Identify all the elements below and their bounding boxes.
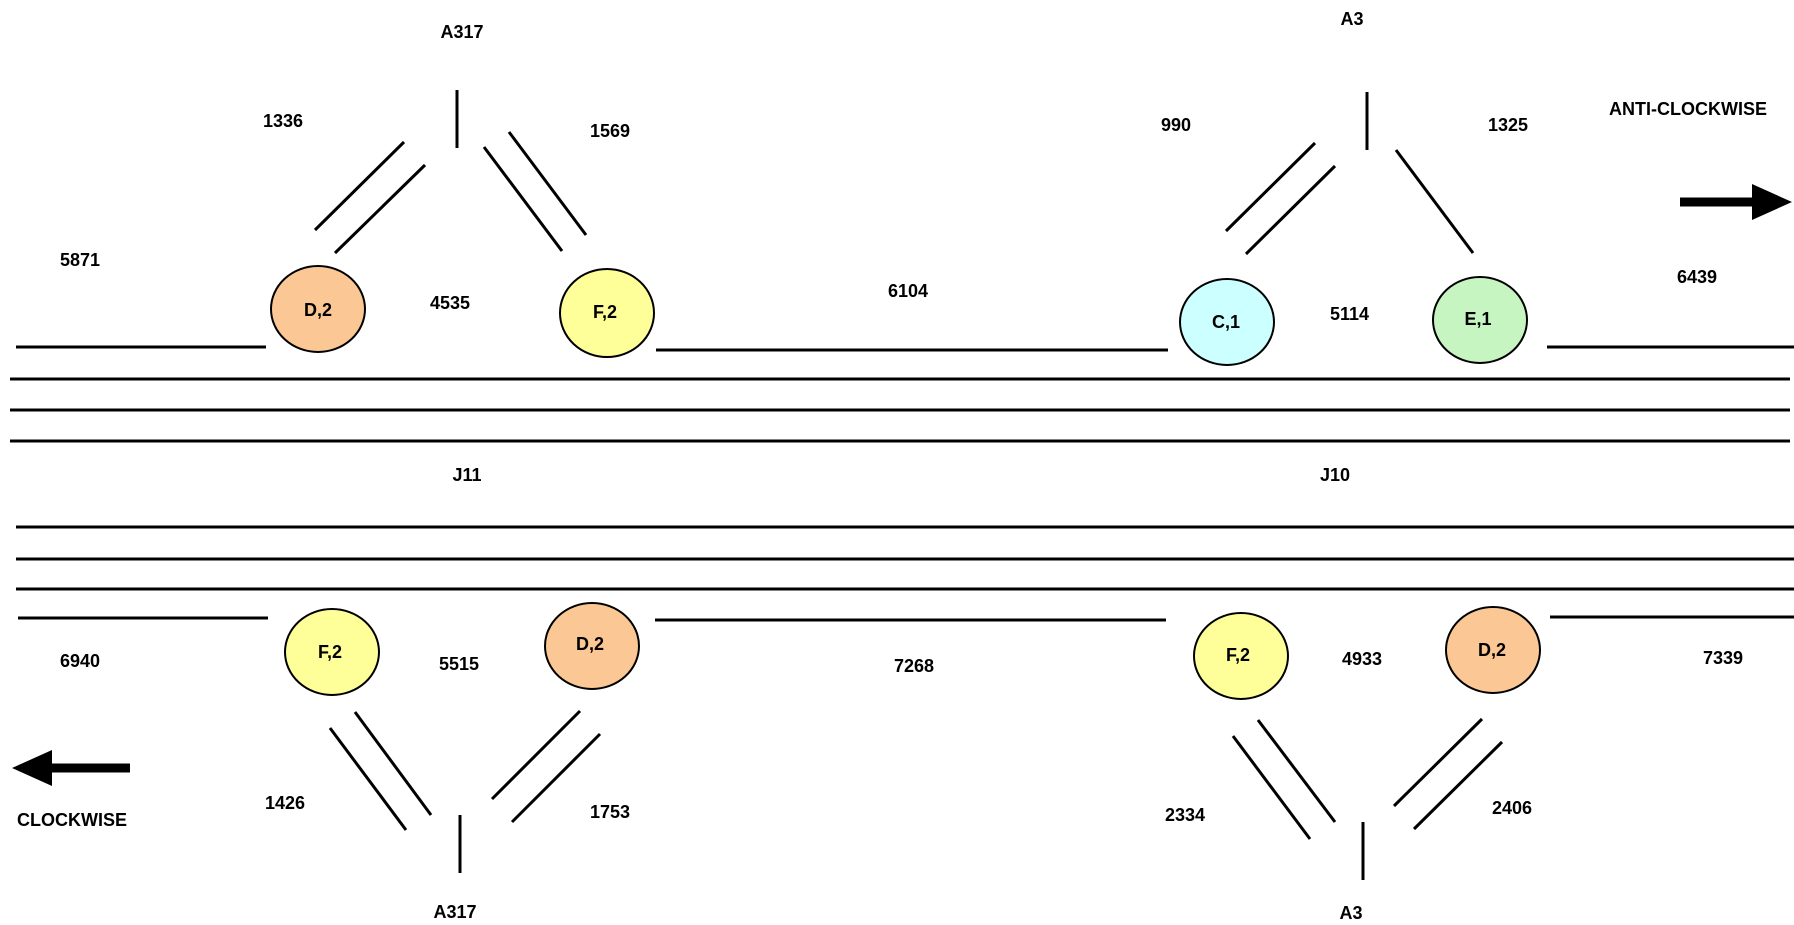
flow-value: 4933: [1342, 649, 1382, 669]
j10-ac-offslip-line-1: [1224, 141, 1317, 233]
flow-value: 5871: [60, 250, 100, 270]
node-label: C,1: [1212, 312, 1240, 332]
flow-value: 6104: [888, 281, 928, 301]
node-label: F,2: [1226, 645, 1250, 665]
j11-cw-onslip-line-2: [353, 711, 433, 816]
flow-value: 7339: [1703, 648, 1743, 668]
node-j11-cw-diverge: D,2: [544, 602, 640, 690]
clockwise-carriageway: [16, 525, 1794, 622]
j11-clockwise-slips: [328, 709, 602, 873]
node-label: D,2: [304, 300, 332, 320]
node-circle: [1445, 606, 1541, 694]
node-circle: [1179, 278, 1275, 366]
node-j11-cw-merge: F,2: [284, 608, 380, 696]
node-label: D,2: [1478, 640, 1506, 660]
j11-ac-offslip-line-2: [333, 163, 427, 255]
flow-value: 1569: [590, 121, 630, 141]
flow-value: 1336: [263, 111, 303, 131]
j10-anticlockwise-slips: [1224, 92, 1475, 256]
road-label-a317-bottom: A317: [433, 902, 476, 922]
node-j10-cw-merge: F,2: [1193, 612, 1289, 700]
node-circle: [270, 265, 366, 353]
junction-label-j10: J10: [1320, 465, 1350, 485]
node-j10-ac-merge: E,1: [1432, 276, 1528, 364]
anticlockwise-carriageway: [10, 345, 1794, 443]
node-circle: [544, 602, 640, 690]
j11-ac-onslip-line-1: [482, 146, 564, 252]
direction-label-anticlockwise: ANTI-CLOCKWISE: [1609, 99, 1767, 119]
j10-cw-offslip-line-2: [1412, 740, 1504, 831]
j10-cw-onslip-line-2: [1256, 719, 1337, 823]
flow-value: 2334: [1165, 805, 1205, 825]
road-label-a3-top: A3: [1340, 9, 1363, 29]
flow-value: 6439: [1677, 267, 1717, 287]
flow-value: 1753: [590, 802, 630, 822]
j11-ac-onslip-line-2: [507, 131, 588, 236]
node-j10-ac-diverge: C,1: [1179, 278, 1275, 366]
junction-label-j11: J11: [452, 465, 481, 485]
node-circle: [1193, 612, 1289, 700]
flow-value: 5515: [439, 654, 479, 674]
flow-value: 2406: [1492, 798, 1532, 818]
flow-value: 4535: [430, 293, 470, 313]
node-label: E,1: [1464, 309, 1491, 329]
j10-clockwise-slips: [1231, 717, 1504, 880]
node-j11-ac-diverge: D,2: [270, 265, 366, 353]
node-circle: [1432, 276, 1528, 364]
anticlockwise-arrow-icon: [1680, 184, 1792, 220]
road-label-a317-top: A317: [440, 22, 483, 42]
j11-cw-onslip-line-1: [328, 727, 408, 831]
node-circle: [559, 268, 655, 358]
j10-ac-offslip-line-2: [1244, 164, 1337, 256]
clockwise-arrow-icon: [12, 750, 130, 786]
direction-label-clockwise: CLOCKWISE: [17, 810, 127, 830]
j11-ac-offslip-line-1: [313, 140, 406, 232]
flow-value: 6940: [60, 651, 100, 671]
j11-cw-offslip-line-2: [510, 732, 602, 824]
flow-value: 1325: [1488, 115, 1528, 135]
j10-cw-offslip-line-1: [1392, 717, 1484, 808]
flow-value: 990: [1161, 115, 1191, 135]
node-j11-ac-merge: F,2: [559, 268, 655, 358]
road-label-a3-bottom: A3: [1339, 903, 1362, 923]
node-circle: [284, 608, 380, 696]
flow-value: 7268: [894, 656, 934, 676]
j11-anticlockwise-slips: [313, 90, 588, 255]
j10-cw-onslip-line-1: [1231, 735, 1312, 840]
node-label: F,2: [318, 642, 342, 662]
node-j10-cw-diverge: D,2: [1445, 606, 1541, 694]
node-label: F,2: [593, 302, 617, 322]
j11-cw-offslip-line-1: [490, 709, 582, 801]
flow-value: 1426: [265, 793, 305, 813]
j10-ac-onslip-line: [1394, 149, 1475, 254]
flow-value: 5114: [1330, 304, 1369, 324]
node-label: D,2: [576, 634, 604, 654]
